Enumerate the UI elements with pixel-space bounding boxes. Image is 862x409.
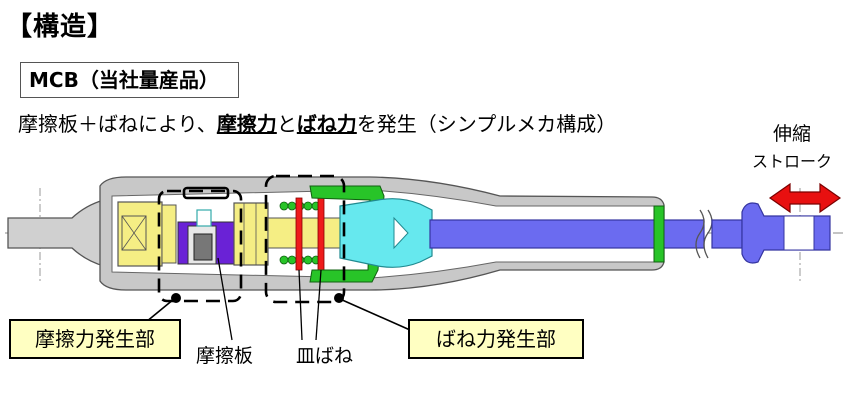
stroke-label-line2: ストローク — [752, 152, 833, 171]
description-line: 摩擦板＋ばねにより、摩擦力とばね力を発生（シンプルメカ構成） — [18, 108, 616, 137]
description-emph-spring: ばね力 — [296, 112, 357, 136]
friction-ring-2 — [233, 202, 269, 266]
spring-region-box — [264, 174, 346, 304]
leader-disc-spring-2 — [315, 269, 322, 341]
spring-unit-callout: ばね力発生部 — [408, 319, 584, 359]
leader-disc-spring-1 — [298, 269, 303, 341]
leader-friction-unit — [145, 298, 175, 323]
yoke-slot — [393, 216, 409, 250]
yoke — [339, 198, 433, 268]
stroke-label-line1: 伸縮 — [772, 123, 811, 145]
right-rod-eye — [783, 215, 815, 251]
disc-spring-label: 皿ばね — [296, 345, 354, 367]
friction-region-tab — [182, 186, 230, 200]
leader-spring-unit — [339, 298, 411, 331]
friction-plate-label: 摩擦板 — [196, 345, 254, 367]
description-connector: と — [276, 112, 297, 136]
product-label-box: MCB（当社量産品） — [20, 62, 239, 98]
leader-dot-friction — [171, 293, 181, 303]
leader-friction-plate — [217, 257, 233, 341]
description-suffix: を発生（シンプルメカ構成） — [356, 112, 617, 136]
friction-pin — [196, 209, 212, 227]
description-emph-friction: 摩擦力 — [216, 112, 277, 136]
friction-plate-insert — [193, 233, 213, 261]
break-line-1 — [695, 209, 705, 259]
break-line-2 — [703, 209, 713, 259]
friction-region-box-1 — [157, 189, 243, 303]
friction-ring-1 — [161, 204, 177, 264]
rod-seal — [653, 205, 665, 263]
rod-end-shaft — [711, 219, 743, 249]
disc-spring-2 — [317, 197, 325, 271]
leader-dot-spring — [334, 293, 344, 303]
stroke-label: 伸縮 ストローク — [752, 120, 832, 176]
page-title: 【構造】 — [6, 12, 115, 42]
stroke-arrow — [768, 182, 842, 214]
friction-unit-callout: 摩擦力発生部 — [9, 319, 181, 359]
description-prefix: 摩擦板＋ばねにより、 — [18, 112, 217, 136]
left-rod-end — [7, 199, 105, 267]
disc-spring-1 — [295, 197, 303, 271]
